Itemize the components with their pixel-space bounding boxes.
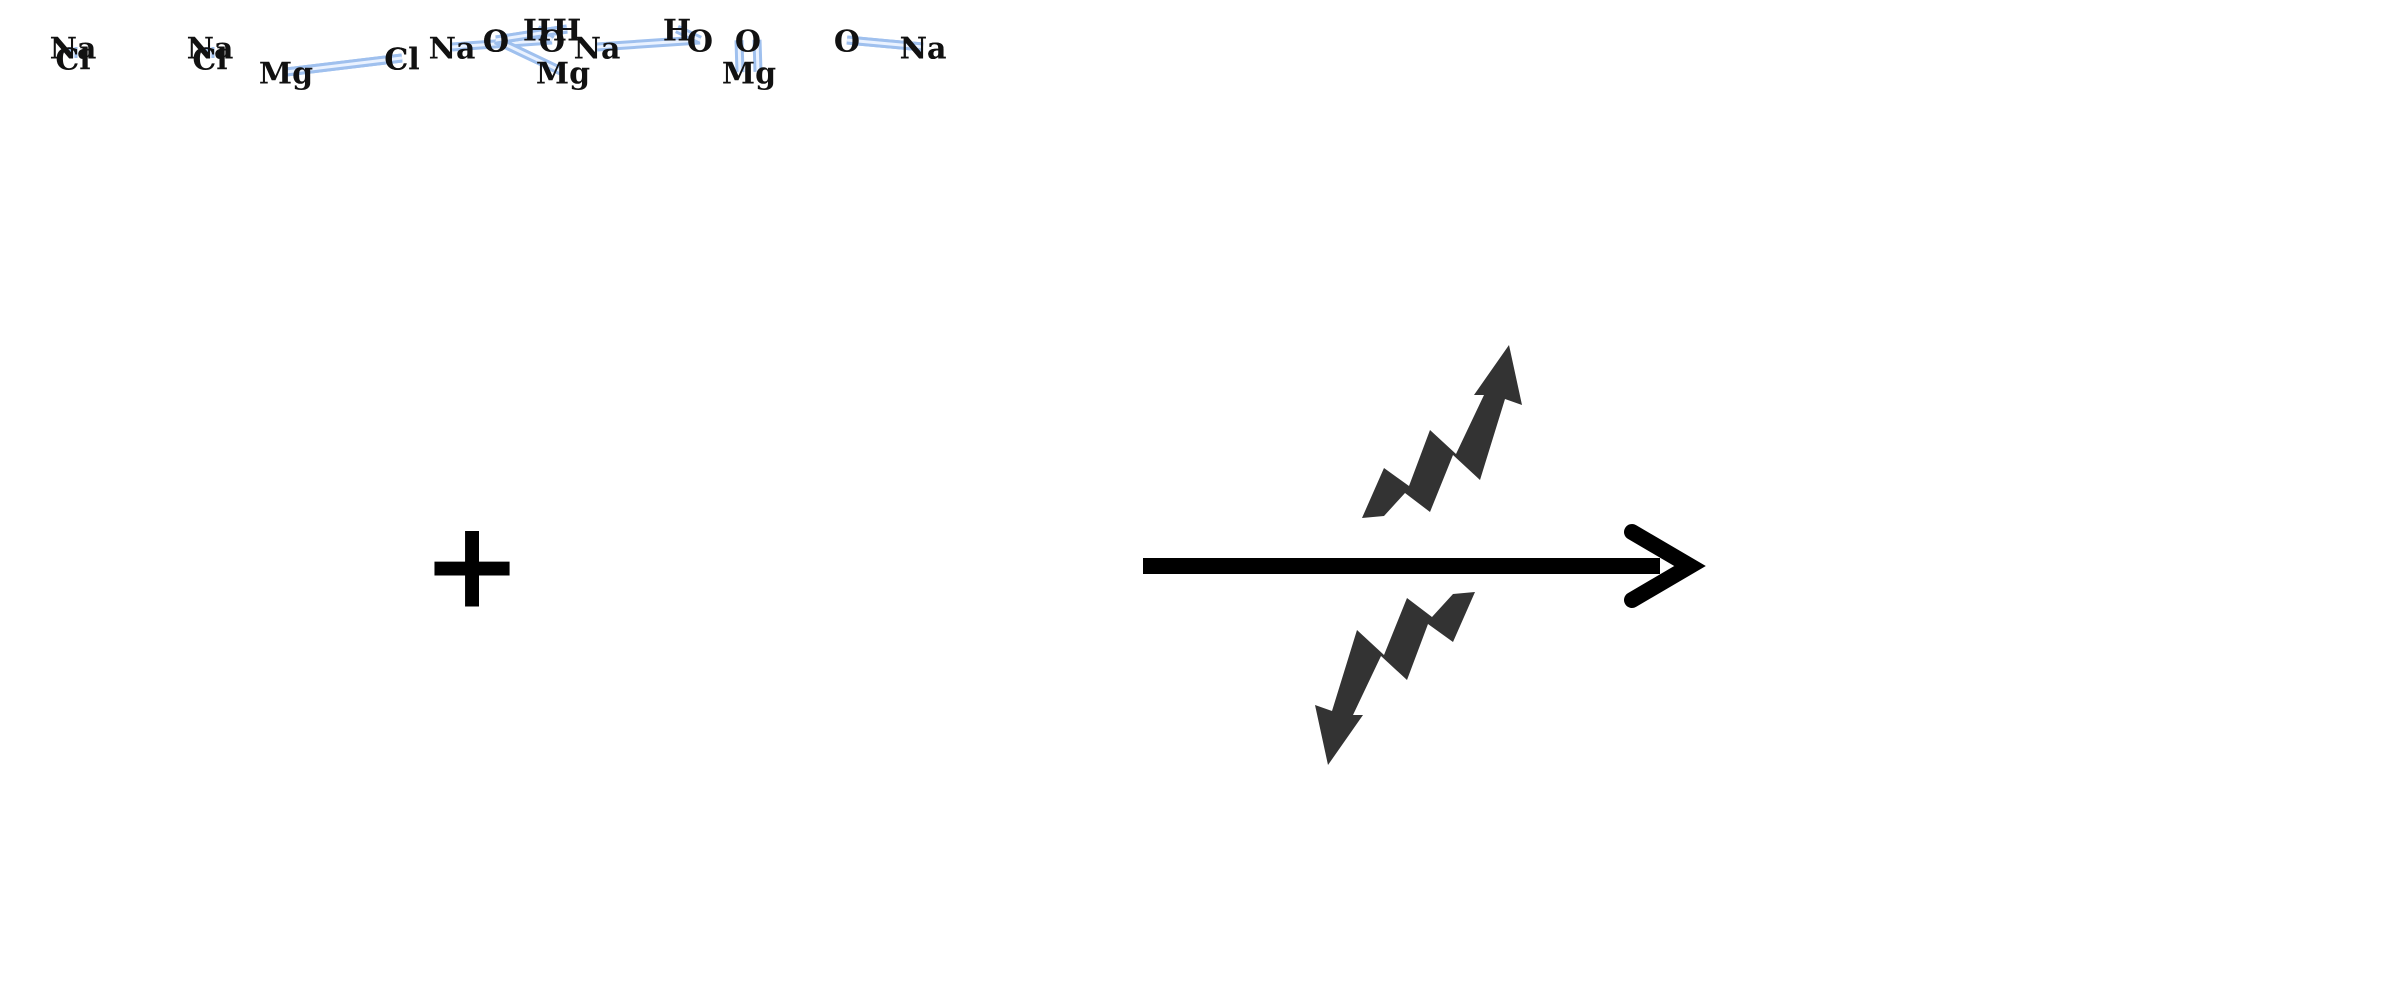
sodium-oxide-bond-highlight (846, 38, 924, 49)
atom-label: O (834, 25, 860, 60)
magnesium-oxide-atom-mg: Mg (722, 57, 776, 92)
sodium-oxide-atom-na: Na (900, 32, 947, 67)
atom-label: Na (900, 32, 947, 67)
atom-label: Cl (55, 43, 90, 78)
atom-label: O (735, 25, 761, 60)
magnesium-chloride-atom-cl: Cl (384, 43, 419, 78)
atom-label: O (483, 25, 509, 60)
atom-label: Cl (192, 43, 227, 78)
atom-label: Na (574, 32, 621, 67)
magnesium-hydroxide-atom-o: O (483, 25, 509, 60)
atom-label: H (553, 14, 581, 49)
reaction-arrow (1143, 524, 1706, 608)
magnesium-hydroxide-atom-h: H (553, 14, 581, 49)
atom-label: O (483, 25, 509, 60)
sodium-oxide-atom-na: Na (900, 32, 947, 67)
sodium-hydroxide-2-atom-na: Na (574, 32, 621, 67)
sodium-hydroxide-1-atom-na: Na (429, 32, 476, 67)
plus-sign: + (422, 497, 523, 636)
magnesium-oxide-atom-o: O (735, 25, 761, 60)
atom-label: Cl (384, 43, 419, 78)
atom-label: Mg (536, 57, 590, 92)
atom-label: O (687, 25, 713, 60)
sodium-hydroxide-1-atom-h: H (523, 14, 551, 49)
sodium-hydroxide-2-atom-h: H (663, 14, 691, 49)
sodium-hydroxide-2-bond-highlight (596, 38, 701, 49)
magnesium-oxide-bond-highlight (737, 40, 742, 73)
bonds-layer (68, 24, 924, 77)
atom-label: O (539, 25, 565, 60)
sodium-chloride-1-atom-cl: Cl (55, 43, 90, 78)
sodium-hydroxide-1-atom-o: O (539, 25, 565, 60)
sodium-chloride-2-atom-na: Na (187, 32, 234, 67)
magnesium-hydroxide-bond-highlight (495, 27, 568, 42)
magnesium-chloride-bond-highlight (285, 56, 403, 74)
atom-label: Mg (259, 57, 313, 92)
atom-label: Na (429, 32, 476, 67)
sodium-chloride-2-atom-cl: Cl (192, 43, 227, 78)
magnesium-hydroxide-bond-highlight (495, 38, 564, 74)
atom-label: Mg (722, 57, 776, 92)
sodium-hydroxide-2-atom-o: O (687, 25, 713, 60)
lightning-arrow-up-icon (1362, 345, 1522, 518)
atom-label: H (523, 14, 551, 49)
magnesium-hydroxide-atom-h: H (553, 14, 581, 49)
atom-label: Cl (384, 43, 419, 78)
magnesium-hydroxide-atom-o: O (483, 25, 509, 60)
magnesium-hydroxide-atom-mg: Mg (536, 57, 590, 92)
atom-label: H (663, 14, 691, 49)
magnesium-oxide-bond-highlight (755, 39, 760, 72)
atom-label: Na (187, 32, 234, 67)
atom-label: Na (50, 32, 97, 67)
atom-label: H (553, 14, 581, 49)
lightning-arrow-down-icon (1315, 592, 1475, 765)
magnesium-chloride-atom-cl: Cl (384, 43, 419, 78)
atom-label: Na (900, 32, 947, 67)
sodium-hydroxide-2-bond-highlight (676, 27, 701, 42)
sodium-chloride-1-atom-na: Na (50, 32, 97, 67)
sodium-oxide-atom-o: O (834, 25, 860, 60)
magnesium-chloride-atom-mg: Mg (259, 57, 313, 92)
